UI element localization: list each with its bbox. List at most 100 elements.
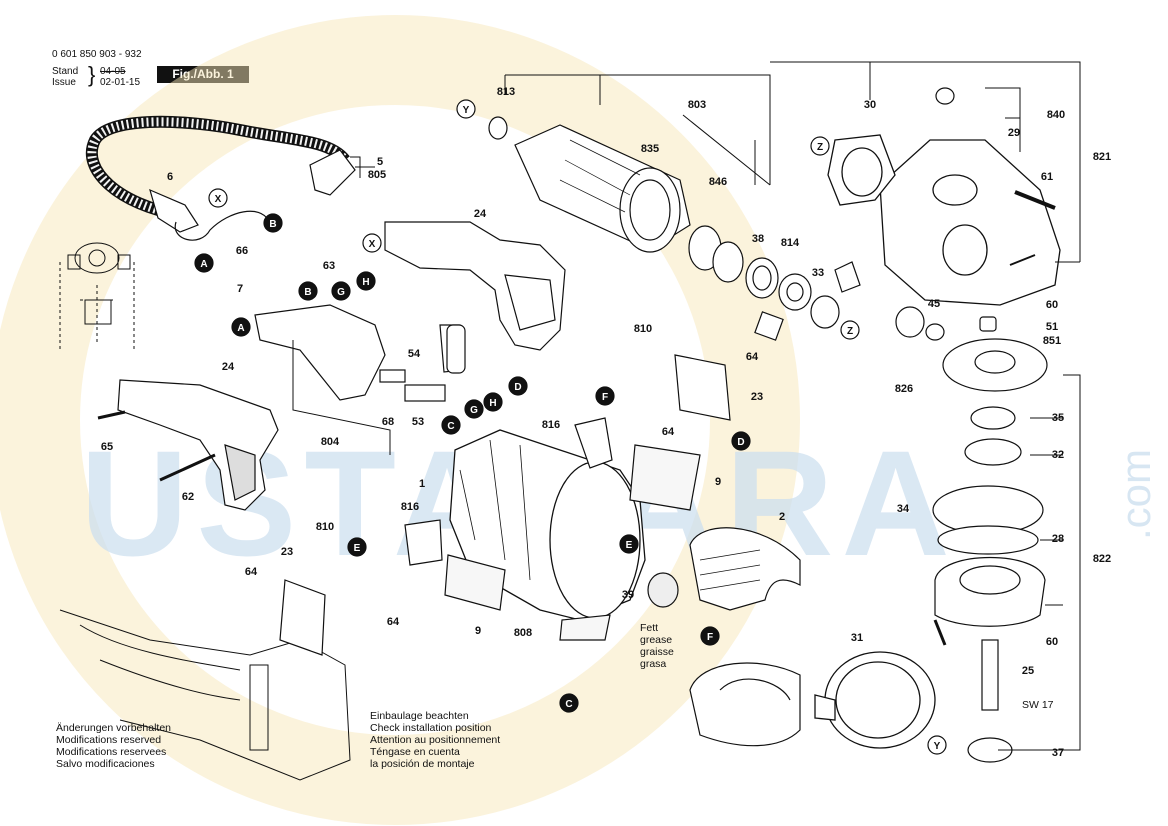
part-number-label: 6: [167, 171, 173, 183]
part-number-label: 45: [928, 298, 940, 310]
issue-date: 02-01-15: [100, 77, 141, 88]
rear-handle-top: [384, 221, 566, 351]
part-number-label: 822: [1093, 553, 1111, 565]
bevel-gear: [895, 87, 1048, 392]
part-number-label: 2: [779, 511, 785, 523]
flange-stack: [932, 406, 1046, 763]
install-line: Attention au positionnement: [370, 734, 501, 746]
part-number-label: 28: [1052, 533, 1064, 545]
install-line: la posición de montaje: [370, 758, 475, 770]
connector-marker-letter: A: [200, 259, 207, 270]
connector-marker-circle: [731, 431, 751, 451]
field-coil-lower: [689, 662, 801, 747]
connector-marker-letter: Y: [463, 105, 470, 116]
part-number-label: 24: [222, 361, 235, 373]
part-number-label: 64: [746, 351, 759, 363]
install-line: Téngase en cuenta: [370, 746, 460, 758]
part-number-label: 9: [715, 476, 721, 488]
part-number-label: 60: [1046, 299, 1058, 311]
armature: [514, 124, 691, 253]
capacitor: [446, 324, 466, 374]
connector-marker-letter: F: [707, 632, 713, 643]
mod-line: Salvo modificaciones: [56, 758, 155, 770]
connector-marker-circle: [840, 320, 860, 340]
figure-label: Fig./Abb. 1: [157, 66, 249, 83]
connector-marker-circle: [362, 233, 382, 253]
part-number-label: 30: [864, 99, 876, 111]
brush-holders: [279, 354, 731, 656]
connector-marker-letter: Y: [934, 741, 941, 752]
grease-line: Fett: [640, 622, 659, 634]
part-number-label: 1: [419, 478, 425, 490]
bearing-parts: [488, 116, 861, 341]
connector-marker-letter: D: [737, 437, 744, 448]
connector-marker-letter: D: [514, 382, 521, 393]
connector-marker-letter: C: [447, 421, 454, 432]
doc-number: 0 601 850 903 - 932: [52, 49, 142, 60]
connector-marker-letter: B: [304, 287, 311, 298]
part-number-label: 821: [1093, 151, 1111, 163]
grease-line: graisse: [640, 646, 674, 658]
connector-marker-circle: [298, 281, 318, 301]
mod-line: Änderungen vorbehalten: [56, 722, 172, 734]
part-number-label: 53: [412, 416, 424, 428]
part-number-label: 62: [182, 491, 194, 503]
wrench-size: SW 17: [1022, 699, 1054, 711]
part-labels: 1256799232324242528293031323334353738394…: [101, 86, 1111, 759]
part-number-label: 810: [634, 323, 652, 335]
connector-marker-letter: E: [354, 543, 361, 554]
part-number-label: 63: [323, 260, 335, 272]
part-number-label: 37: [1052, 747, 1064, 759]
bracket-glyph: }: [88, 62, 96, 87]
old-date: 04-05: [100, 66, 126, 77]
stand-label: Stand: [52, 66, 79, 77]
connector-marker-circle: [356, 271, 376, 291]
leader-lines: [292, 61, 1081, 751]
connector-marker-circle: [456, 99, 476, 119]
installation-note: Einbaulage beachten Check installation p…: [370, 710, 500, 770]
power-cord: [85, 115, 356, 241]
install-line: Einbaulage beachten: [370, 710, 469, 722]
mod-line: Modifications reserved: [56, 734, 162, 746]
connector-marker-circle: [508, 376, 528, 396]
part-number-label: 61: [1041, 171, 1053, 183]
connector-marker-circle: [441, 415, 461, 435]
part-number-label: 23: [751, 391, 763, 403]
connector-marker-letter: G: [337, 287, 345, 298]
part-number-label: 29: [1008, 127, 1020, 139]
grease-note: Fett grease graisse grasa: [640, 622, 674, 670]
part-number-label: 68: [382, 416, 394, 428]
part-number-label: 66: [236, 245, 248, 257]
connector-marker-circle: [927, 735, 947, 755]
part-number-label: 54: [408, 348, 421, 360]
connector-marker-letter: F: [602, 392, 608, 403]
part-number-label: 805: [368, 169, 386, 181]
part-number-label: 32: [1052, 449, 1064, 461]
connector-marker-letter: A: [237, 323, 244, 334]
side-handle: [97, 379, 279, 511]
guard: [814, 651, 936, 749]
part-number-label: 816: [401, 501, 419, 513]
issue-label: Issue: [52, 77, 76, 88]
connector-marker-letter: H: [362, 277, 369, 288]
connector-marker-letter: X: [215, 194, 222, 205]
part-number-label: 64: [245, 566, 258, 578]
connector-marker-circle: [700, 626, 720, 646]
connector-marker-letter: G: [470, 405, 478, 416]
part-number-label: 840: [1047, 109, 1065, 121]
connector-marker-circle: [347, 537, 367, 557]
svg-text:.com: .com: [1112, 449, 1159, 540]
part-number-label: 51: [1046, 321, 1058, 333]
connector-marker-letter: E: [626, 540, 633, 551]
field-coil-upper: [689, 527, 801, 611]
part-number-label: 814: [781, 237, 800, 249]
grease-line: grease: [640, 634, 673, 646]
gear-housing: [827, 134, 1061, 306]
part-number-label: 35: [1052, 412, 1064, 424]
connector-marker-circle: [231, 317, 251, 337]
connector-marker-letter: B: [269, 219, 276, 230]
part-number-label: 851: [1043, 335, 1061, 347]
connector-marker-circle: [208, 188, 228, 208]
part-number-label: 33: [812, 267, 824, 279]
